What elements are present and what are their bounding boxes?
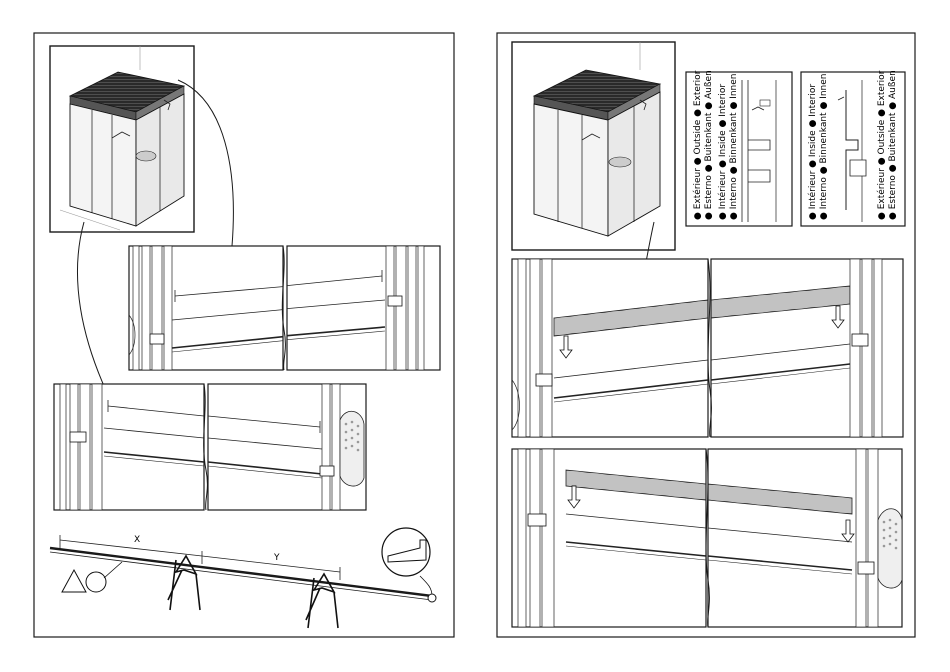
legend-box-lower: ● Intérieur ● Inside ● Interior ● Intern… — [801, 70, 905, 226]
legend-upper-line-3: ● Intérieur ● Inside ● Interior — [717, 84, 728, 220]
left-detail-lower — [54, 384, 366, 510]
legend-lower-line-3: ● Extérieur ● Outside ● Exterior — [876, 70, 887, 220]
triangle-icon — [62, 570, 86, 592]
right-detail-upper — [512, 259, 903, 437]
right-detail-lower — [512, 449, 902, 627]
profile-measuring-diagram: X Y — [50, 528, 436, 628]
legend-upper-line-2: ● Esterno ● Buitenkant ● Außen — [704, 70, 714, 220]
callout-line-2 — [77, 222, 104, 386]
dimension-y-label: Y — [273, 553, 280, 563]
legend-lower-line-4: ● Esterno ● Buitenkant ● Außen — [888, 70, 898, 220]
dimension-x-label: X — [134, 535, 140, 545]
left-overview-cabin — [50, 46, 194, 232]
legend-upper-line-1: ● Extérieur ● Outside ● Exterior — [692, 70, 703, 220]
right-overview-cabin — [512, 42, 675, 250]
circle-icon — [86, 572, 106, 592]
legend-lower-line-2: ● Interno ● Binnenkant ● Innen — [819, 74, 829, 220]
legend-lower-line-1: ● Intérieur ● Inside ● Interior — [807, 84, 818, 220]
left-detail-upper — [129, 246, 440, 370]
legend-box-upper: ● Extérieur ● Outside ● Exterior ● Ester… — [686, 70, 792, 226]
legend-upper-line-4: ● Interno ● Binnenkant ● Innen — [729, 74, 739, 220]
